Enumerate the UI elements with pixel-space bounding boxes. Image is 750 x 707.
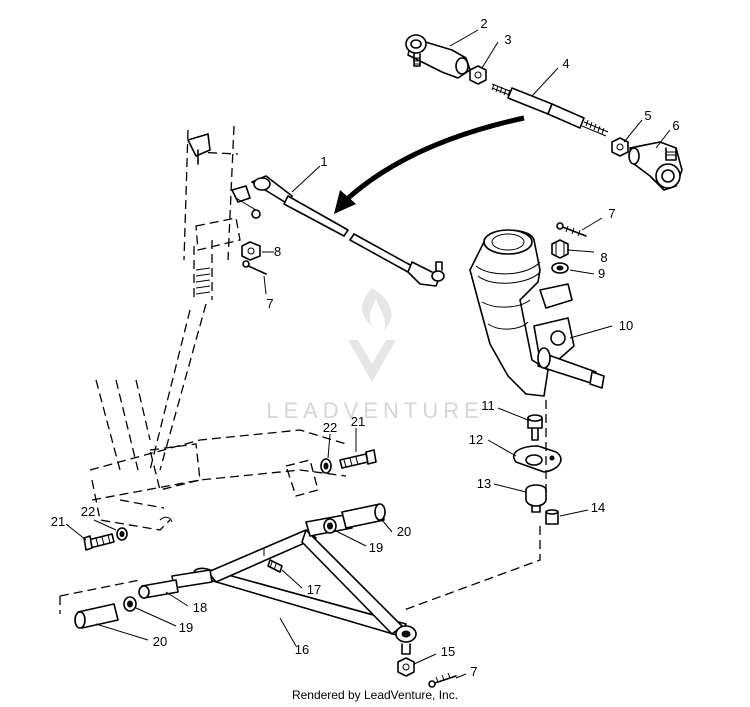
callout-labels: 2 3 4 5 6 1 7 8 9 8 7 10 11 12 13 14 22 … (51, 16, 680, 679)
frame-section (89, 379, 347, 531)
a-arm-16 (138, 513, 417, 655)
castle-nut-8-left (241, 241, 261, 261)
ball-joint-plate-12 (513, 445, 562, 473)
callout-10: 10 (619, 318, 633, 333)
bolt-14 (545, 509, 559, 525)
callout-1: 1 (320, 154, 327, 169)
callout-14: 14 (591, 500, 605, 515)
tie-rod-end-left (405, 34, 471, 79)
callout-19-upper: 19 (369, 540, 383, 555)
steering-column (149, 125, 261, 471)
washer-22-lower (116, 527, 128, 541)
callout-20-lower: 20 (153, 634, 167, 649)
callout-9: 9 (598, 266, 605, 281)
spindle-guide-line (403, 400, 547, 611)
spindle-10 (469, 229, 605, 397)
cotter-pin-7-bottom (428, 672, 457, 688)
callout-12: 12 (469, 432, 483, 447)
callout-19-lower: 19 (179, 620, 193, 635)
washer-9 (551, 262, 569, 274)
watermark-logo (348, 288, 396, 382)
bolt-21-lower (83, 533, 115, 551)
leader-lines (65, 29, 671, 679)
tie-rod-assembly-1 (251, 175, 445, 287)
callout-18: 18 (193, 600, 207, 615)
callout-17: 17 (307, 582, 321, 597)
castle-nut-8-right (551, 239, 569, 259)
washer-19-upper (323, 518, 337, 534)
callout-8-left: 8 (274, 244, 281, 259)
callout-4: 4 (562, 56, 569, 71)
callout-8-right: 8 (600, 250, 607, 265)
callout-22-upper: 22 (323, 420, 337, 435)
callout-16: 16 (295, 642, 309, 657)
cotter-pin-7-left (242, 260, 267, 275)
callout-2: 2 (480, 16, 487, 31)
tie-rod-end-right (628, 141, 683, 191)
callout-3: 3 (504, 32, 511, 47)
ball-joint-stud-11 (527, 414, 543, 441)
footer-credit: Rendered by LeadVenture, Inc. (291, 688, 459, 702)
callout-15: 15 (441, 644, 455, 659)
callout-11: 11 (481, 398, 495, 413)
callout-21-upper: 21 (351, 414, 365, 429)
ball-joint-13 (525, 484, 547, 513)
callout-5: 5 (644, 108, 651, 123)
jam-nut-5 (611, 137, 629, 157)
assembly-arrow (334, 115, 525, 214)
callout-20-upper: 20 (397, 524, 411, 539)
jam-nut-3 (469, 65, 487, 85)
tie-rod-adjuster-4 (491, 83, 609, 137)
washer-22-upper (320, 458, 332, 474)
watermark-text: LEADVENTURE (266, 398, 484, 423)
callout-7-left: 7 (266, 296, 273, 311)
callout-22-lower: 22 (81, 504, 95, 519)
bushing-20-upper (341, 503, 386, 529)
bolt-21-upper (339, 449, 377, 469)
callout-7-right: 7 (608, 206, 615, 221)
callout-21-lower: 21 (51, 514, 65, 529)
cotter-pin-7-right (556, 222, 587, 237)
a-arm-guide-line (59, 579, 141, 614)
castle-nut-15 (397, 657, 415, 677)
grease-fitting-17 (267, 559, 283, 573)
callout-7-bottom: 7 (470, 664, 477, 679)
callout-6: 6 (672, 118, 679, 133)
bushing-20-lower (74, 603, 119, 629)
washer-19-lower (123, 596, 137, 612)
callout-13: 13 (477, 476, 491, 491)
